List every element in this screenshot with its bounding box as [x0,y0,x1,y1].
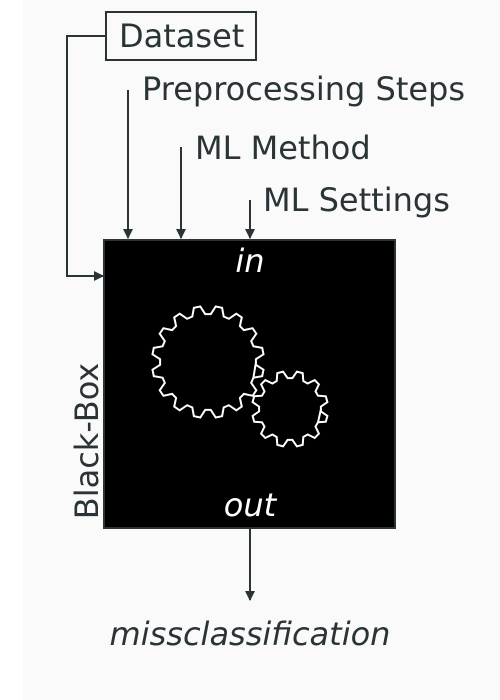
in-label: in [235,242,264,280]
missclassification-label: missclassification [110,615,391,653]
dataset-connector [66,35,106,281]
gears-icon [151,305,329,448]
preprocessing-label: Preprocessing Steps [142,70,465,108]
black-box-label: Black-Box [68,363,106,519]
out-label: out [224,486,278,524]
ml-settings-label: ML Settings [263,181,450,219]
ml-method-label: ML Method [195,129,371,167]
small-gear-icon [251,370,329,448]
dataset-label: Dataset [119,17,244,55]
large-gear-icon [151,305,265,419]
black-box [103,239,396,529]
